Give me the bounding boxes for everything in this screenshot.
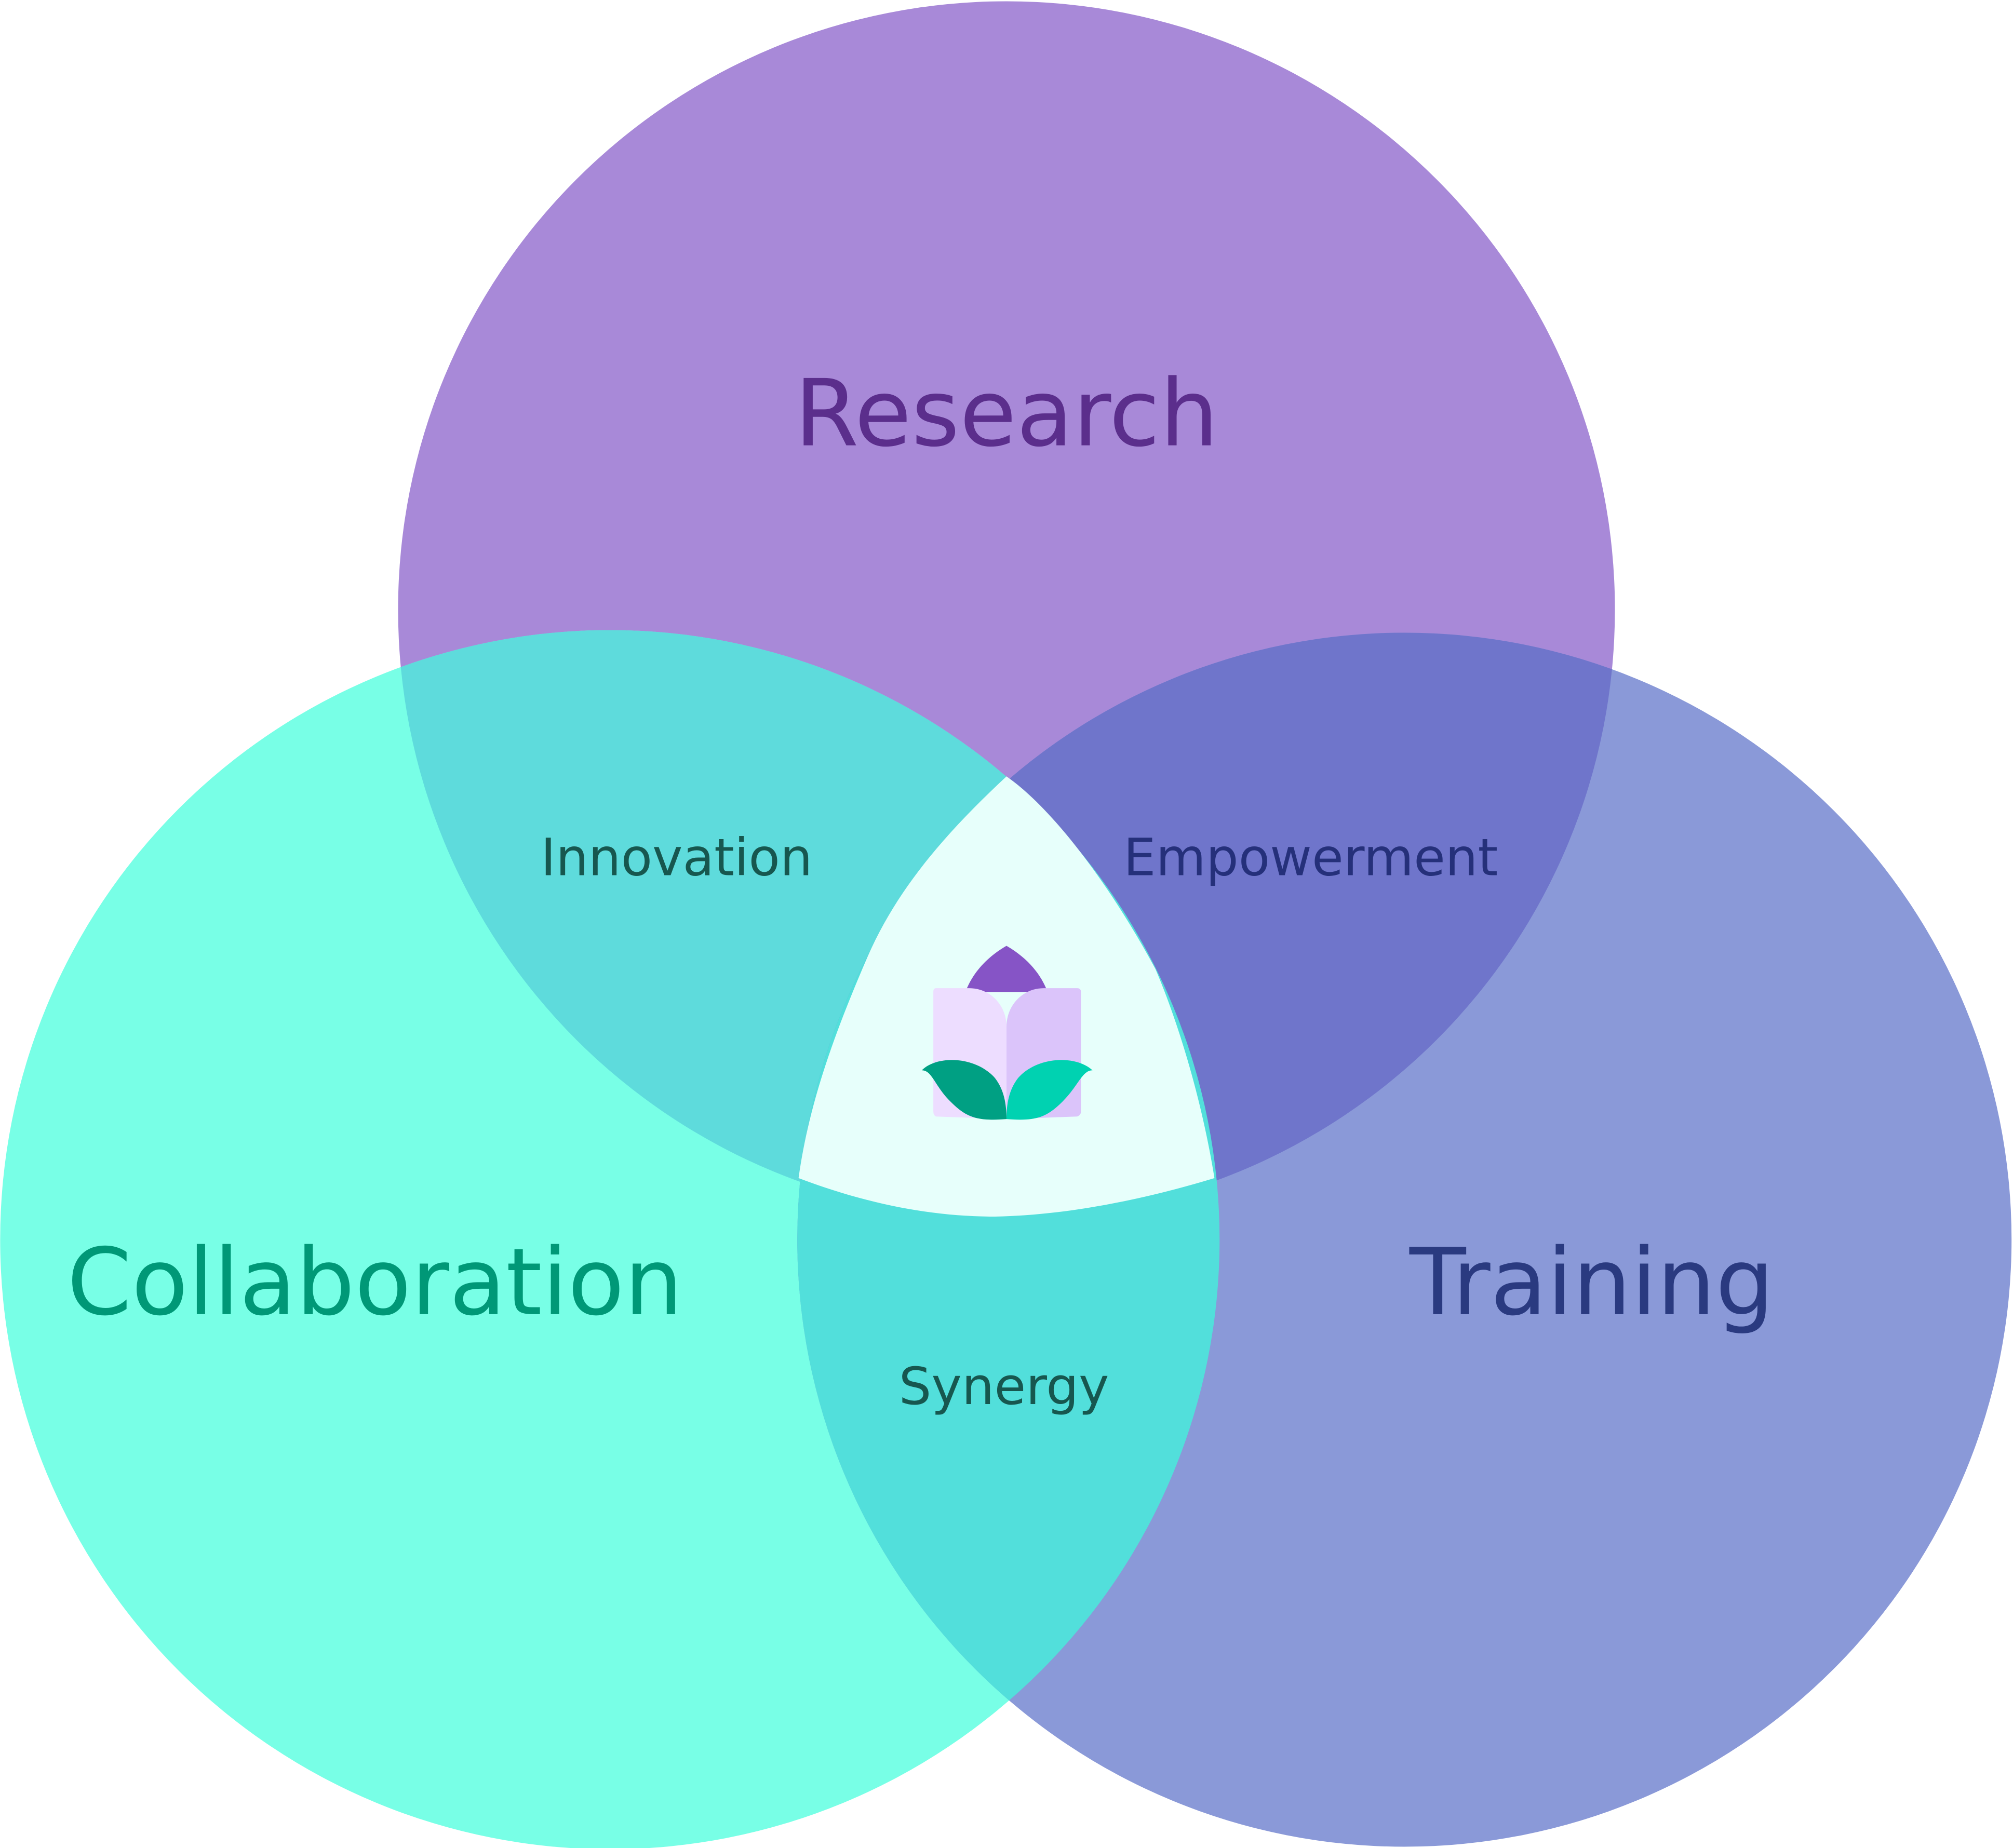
label-research: Research xyxy=(795,360,1218,467)
label-innovation: Innovation xyxy=(541,828,812,888)
lotus-book-icon xyxy=(921,946,1093,1120)
label-synergy: Synergy xyxy=(899,1357,1109,1417)
label-collaboration: Collaboration xyxy=(67,1229,683,1336)
overlap-center xyxy=(798,776,1215,1217)
label-empowerment: Empowerment xyxy=(1123,828,1498,888)
label-training: Training xyxy=(1409,1229,1774,1336)
